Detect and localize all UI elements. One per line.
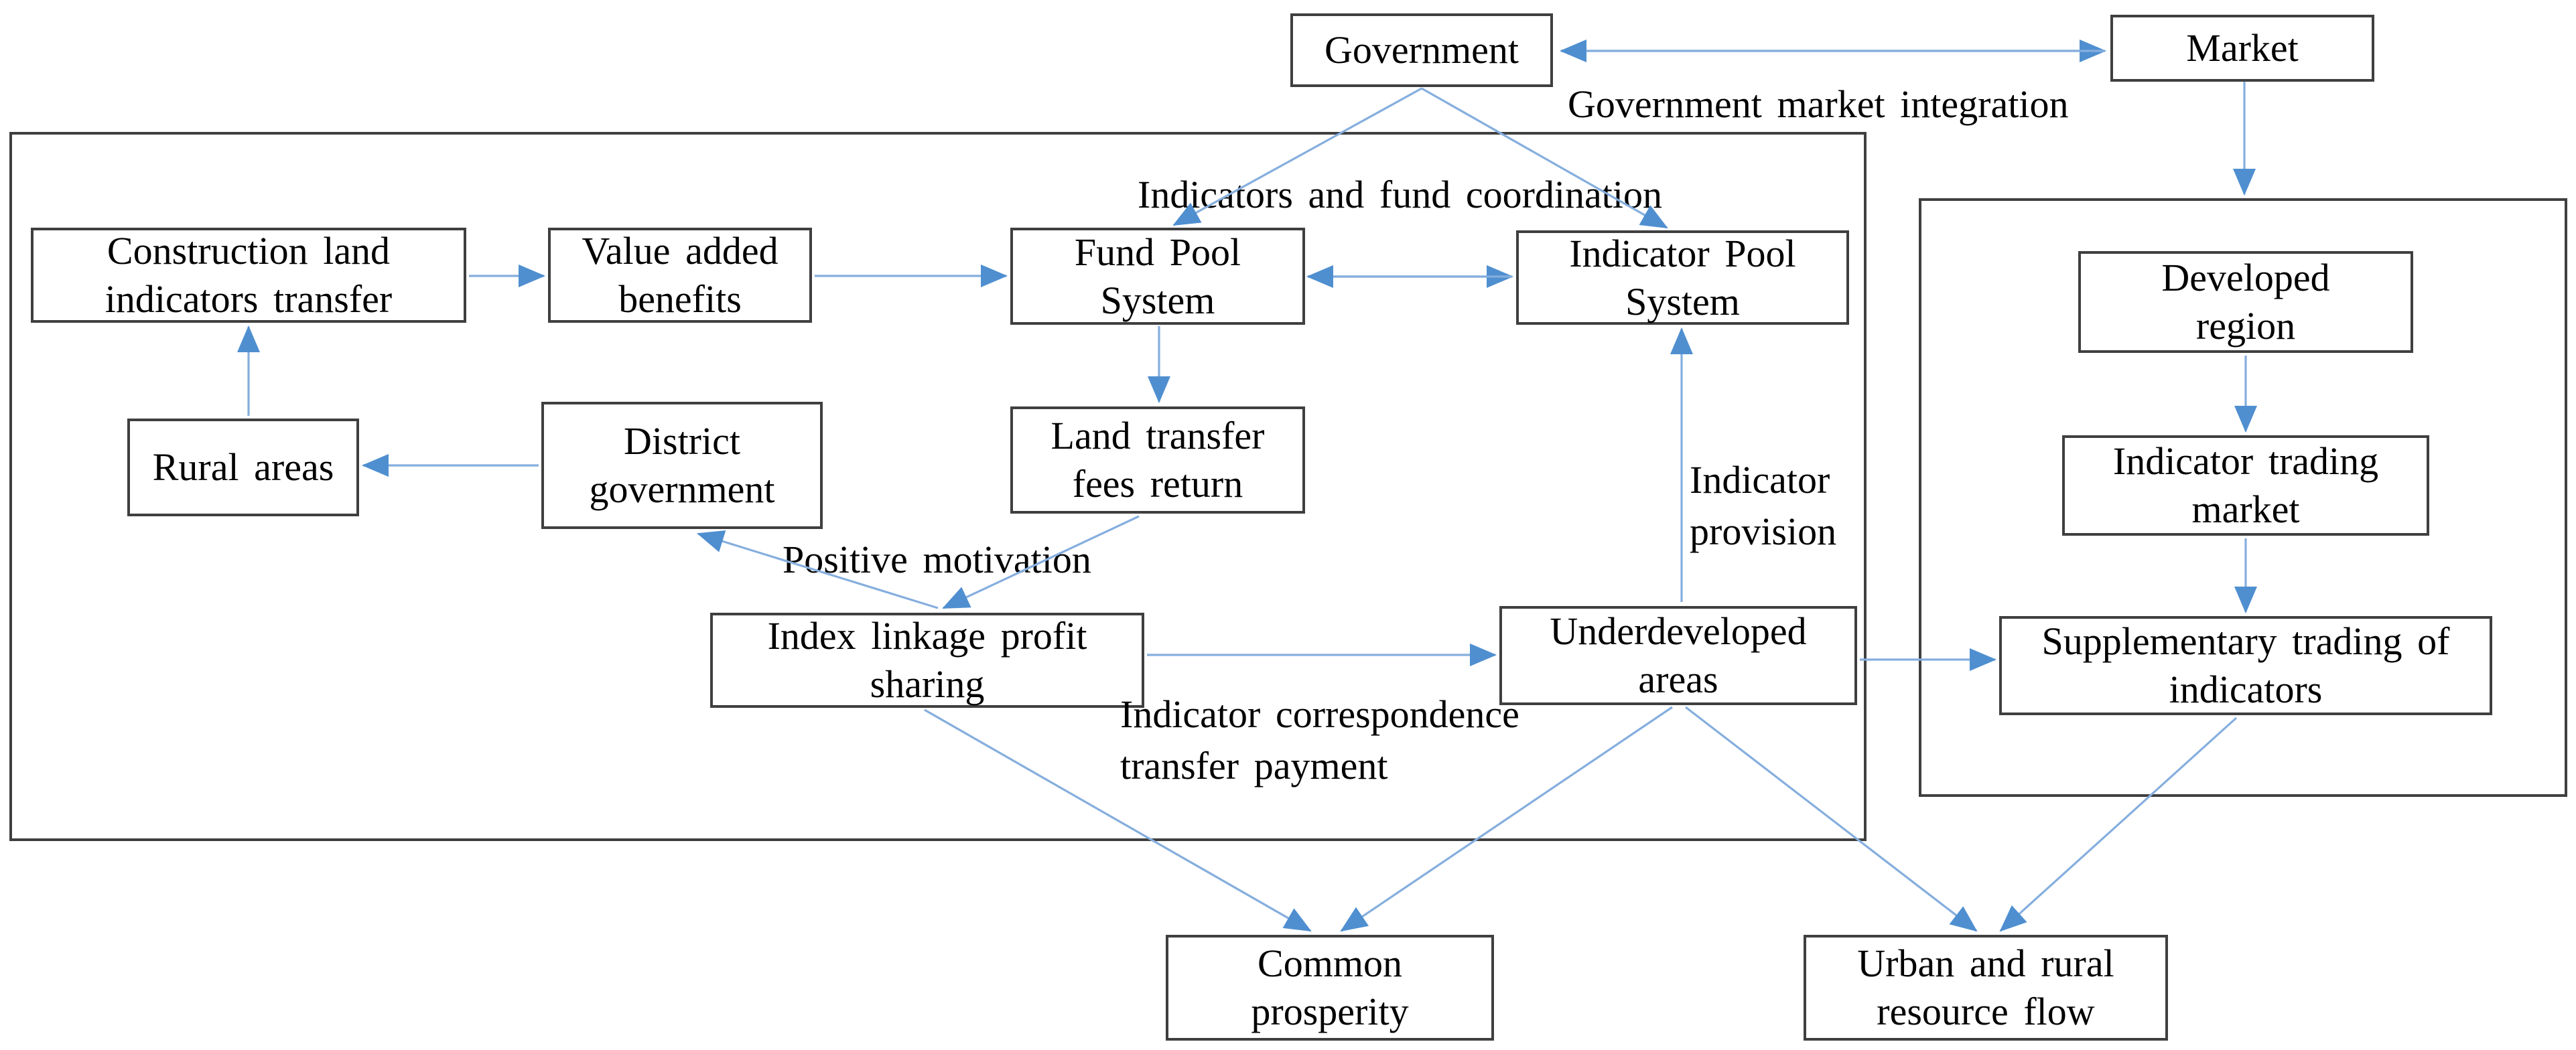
node-supplementary-trading-of-indicators: Supplementary trading of indicators <box>1999 616 2492 715</box>
indicators-and-fund-coordination-label: Indicators and fund coordination <box>1138 173 1662 216</box>
market-region-container <box>1919 198 2567 797</box>
node-fund-pool-system: Fund Pool System <box>1010 228 1305 325</box>
government-market-integration-label: Government market integration <box>1568 82 2069 126</box>
node-indicator-trading-market: Indicator trading market <box>2062 435 2429 536</box>
node-common-prosperity: Common prosperity <box>1166 935 1494 1041</box>
node-rural-areas: Rural areas <box>127 419 359 516</box>
node-market: Market <box>2110 15 2374 82</box>
node-construction-land-indicators-transfer: Construction land indicators transfer <box>31 228 466 323</box>
indicator-correspondence-transfer-payment-label: Indicator correspondence transfer paymen… <box>1120 692 1519 788</box>
node-indicator-pool-system: Indicator Pool System <box>1516 230 1849 325</box>
node-developed-region: Developed region <box>2078 251 2413 353</box>
node-underdeveloped-areas: Underdeveloped areas <box>1499 606 1857 705</box>
node-land-transfer-fees-return: Land transfer fees return <box>1010 406 1305 514</box>
node-government: Government <box>1290 13 1553 87</box>
node-urban-and-rural-resource-flow: Urban and rural resource flow <box>1804 935 2168 1041</box>
node-index-linkage-profit-sharing: Index linkage profit sharing <box>710 613 1144 708</box>
node-district-government: District government <box>541 402 823 529</box>
node-value-added-benefits: Value added benefits <box>548 228 812 323</box>
indicator-provision-label: Indicator provision <box>1690 458 1837 554</box>
positive-motivation-label: Positive motivation <box>783 538 1091 581</box>
